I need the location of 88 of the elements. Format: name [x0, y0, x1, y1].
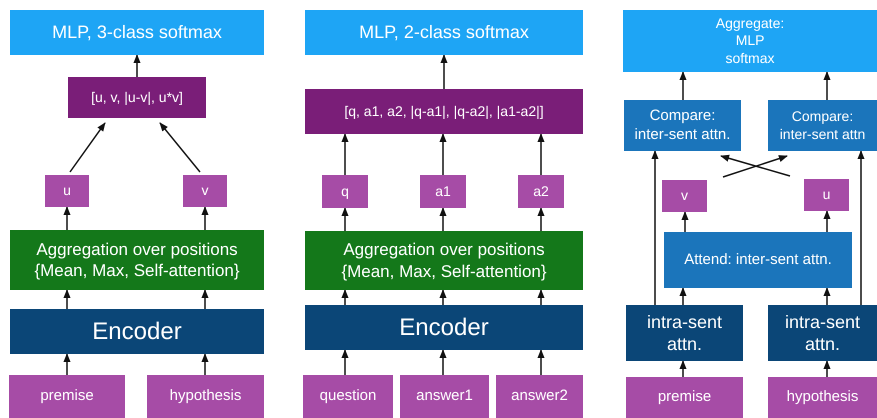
encoder-box	[305, 305, 583, 350]
box-label: u	[63, 182, 71, 200]
box-label: [q, a1, a2, |q-a1|, |q-a2|, |a1-a2|]	[344, 102, 544, 120]
arrow	[63, 353, 71, 375]
input-box	[768, 377, 877, 418]
box-label: question	[320, 387, 376, 406]
arrow	[537, 289, 545, 305]
arrow	[439, 133, 447, 175]
aggregation-box	[10, 230, 264, 290]
vector-box	[518, 175, 564, 208]
arrow	[537, 349, 545, 375]
aggregation-box	[305, 231, 583, 290]
box-label: Aggregation over positions {Mean, Max, Self-attention}	[33, 238, 241, 282]
box-label: Attend: inter-sent attn.	[684, 250, 832, 270]
box-label: u	[822, 186, 830, 204]
vector-box	[322, 175, 368, 208]
box-label: MLP, 2-class softmax	[359, 21, 529, 44]
box-label: v	[681, 187, 688, 205]
arrow	[341, 349, 349, 375]
arrow	[823, 71, 831, 100]
box-label: premise	[658, 388, 712, 407]
input-box	[303, 375, 393, 418]
input-box	[400, 375, 489, 418]
intra-attention-box	[626, 305, 743, 361]
box-label: Aggregation over positions {Mean, Max, Self-attention}	[340, 239, 548, 282]
box-label: MLP, 3-class softmax	[52, 21, 222, 44]
box-label: a2	[533, 182, 549, 200]
box-label: answer1	[416, 387, 473, 406]
box-label: [u, v, |u-v|, u*v]	[91, 88, 183, 106]
arrow	[341, 207, 349, 231]
vector-box	[804, 179, 849, 211]
input-box	[496, 375, 583, 418]
arrow	[69, 122, 106, 172]
arrow	[681, 211, 689, 232]
box-label: Encoder	[92, 316, 182, 346]
box-label: q	[341, 182, 349, 200]
arrow	[439, 289, 447, 305]
arrow	[651, 150, 659, 305]
encoder-box	[10, 309, 264, 354]
attend-box	[664, 232, 852, 288]
box-label: Compare: inter-sent attn.	[634, 106, 732, 144]
box-label: hypothesis	[170, 387, 242, 406]
intra-attention-box	[768, 305, 877, 361]
arrow	[63, 206, 71, 230]
box-label: v	[202, 182, 208, 200]
output-box	[305, 10, 583, 55]
feature-box	[68, 77, 206, 118]
output-box	[623, 10, 877, 72]
input-box	[9, 375, 125, 418]
box-label: hypothesis	[786, 388, 858, 407]
compare-box	[768, 100, 877, 151]
arrow	[133, 54, 141, 77]
arrow	[857, 150, 865, 305]
feature-box	[305, 89, 583, 134]
arrow	[537, 133, 545, 175]
arrow	[341, 289, 349, 305]
box-label: a1	[435, 182, 451, 200]
vector-box	[183, 175, 227, 207]
box-label: Aggregate: MLP softmax	[714, 14, 786, 68]
arrow	[823, 287, 831, 305]
vector-box	[420, 175, 466, 208]
arrow	[439, 207, 447, 231]
arrow	[823, 360, 831, 377]
arrow	[63, 289, 71, 309]
box-label: answer2	[511, 387, 568, 406]
box-label: Compare: inter-sent attn	[778, 108, 866, 143]
input-box	[147, 375, 264, 418]
vector-box	[45, 175, 89, 207]
box-label: intra-sent attn.	[784, 310, 862, 356]
box-label: premise	[40, 387, 94, 406]
arrow	[201, 353, 209, 375]
arrow	[201, 206, 209, 230]
compare-box	[624, 100, 741, 151]
arrow	[537, 207, 545, 231]
arrow	[439, 349, 447, 375]
arrow	[341, 133, 349, 175]
arrow	[201, 289, 209, 309]
arrow	[159, 122, 201, 172]
arrow	[679, 287, 687, 305]
arrow	[679, 360, 687, 377]
output-box	[10, 10, 264, 55]
box-label: Encoder	[399, 312, 489, 342]
arrow	[440, 54, 448, 89]
box-label: intra-sent attn.	[646, 310, 724, 356]
input-box	[626, 377, 743, 418]
arrow	[823, 210, 831, 232]
vector-box	[662, 180, 707, 212]
arrow	[679, 71, 687, 100]
